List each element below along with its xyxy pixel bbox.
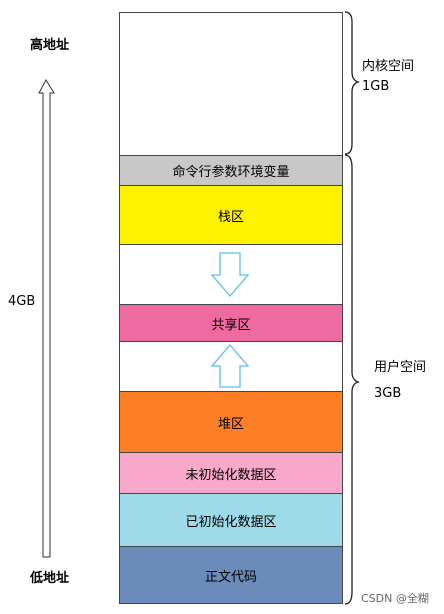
data-label: 已初始化数据区 xyxy=(185,514,277,530)
text-label: 正文代码 xyxy=(204,569,257,585)
user-size-label: 3GB xyxy=(374,386,402,401)
heap-label: 堆区 xyxy=(217,416,244,432)
data-segment: 已初始化数据区 xyxy=(119,493,343,547)
user-space-label: 用户空间 xyxy=(374,360,427,375)
bss-segment: 未初始化数据区 xyxy=(119,452,343,494)
user-brace xyxy=(344,154,361,605)
stack-segment: 栈区 xyxy=(119,185,343,245)
watermark: CSDN @全糊 xyxy=(361,592,429,605)
text-segment: 正文代码 xyxy=(119,546,343,604)
kernel-space-label: 内核空间 xyxy=(362,59,415,74)
cmdline-env-label: 命令行参数环境变量 xyxy=(172,165,290,180)
shared-label: 共享区 xyxy=(211,317,251,333)
heap-segment: 堆区 xyxy=(119,391,343,453)
bss-label: 未初始化数据区 xyxy=(185,467,277,483)
low-address-label: 低地址 xyxy=(30,571,70,586)
high-address-label: 高地址 xyxy=(30,38,70,53)
stack-grows-down-arrow xyxy=(210,252,250,297)
stack-label: 栈区 xyxy=(217,209,244,225)
total-size-label: 4GB xyxy=(8,294,36,309)
heap-grows-up-arrow xyxy=(210,344,250,388)
shared-segment: 共享区 xyxy=(119,304,343,342)
kernel-size-label: 1GB xyxy=(362,79,390,94)
kernel-brace xyxy=(344,11,361,155)
cmdline-env-segment: 命令行参数环境变量 xyxy=(119,155,343,186)
